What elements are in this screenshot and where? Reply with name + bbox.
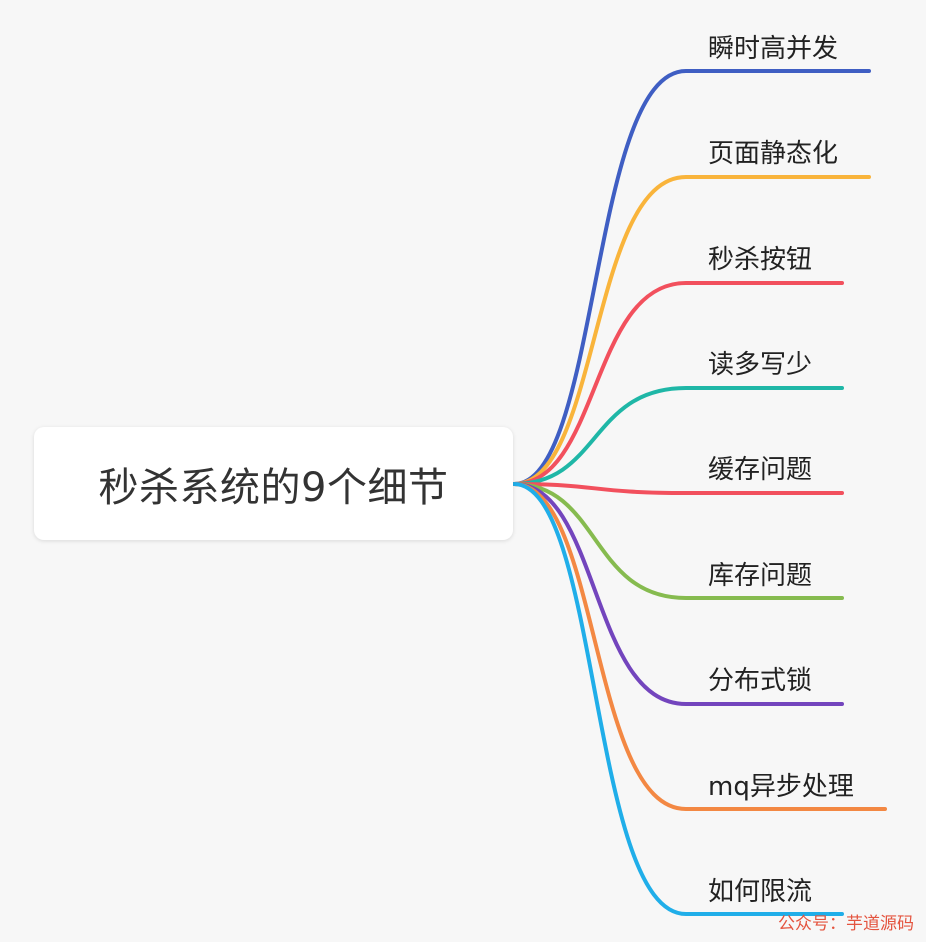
root-node[interactable]: 秒杀系统的9个细节 xyxy=(34,427,513,540)
branch-label-6[interactable]: 库存问题 xyxy=(708,561,813,591)
branch-link-5 xyxy=(512,482,844,495)
root-node-label: 秒杀系统的9个细节 xyxy=(98,464,449,511)
watermark: 公众号：芋道源码 xyxy=(778,914,914,934)
branch-link-2 xyxy=(512,175,871,486)
branch-link-6 xyxy=(512,482,844,600)
branch-label-9[interactable]: 如何限流 xyxy=(708,877,813,907)
branch-label-8[interactable]: mq异步处理 xyxy=(708,772,854,802)
branch-label-1[interactable]: 瞬时高并发 xyxy=(708,34,839,64)
branch-link-9 xyxy=(512,482,844,916)
branch-label-3[interactable]: 秒杀按钮 xyxy=(708,245,813,275)
branch-link-7 xyxy=(512,482,844,706)
branch-label-5[interactable]: 缓存问题 xyxy=(708,455,813,485)
branch-link-8 xyxy=(512,482,887,811)
branch-link-4 xyxy=(512,386,844,486)
branch-label-4[interactable]: 读多写少 xyxy=(708,350,813,380)
branch-label-2[interactable]: 页面静态化 xyxy=(708,139,839,169)
branch-link-3 xyxy=(512,281,844,486)
branch-label-7[interactable]: 分布式锁 xyxy=(708,666,813,696)
branch-link-1 xyxy=(512,69,871,486)
